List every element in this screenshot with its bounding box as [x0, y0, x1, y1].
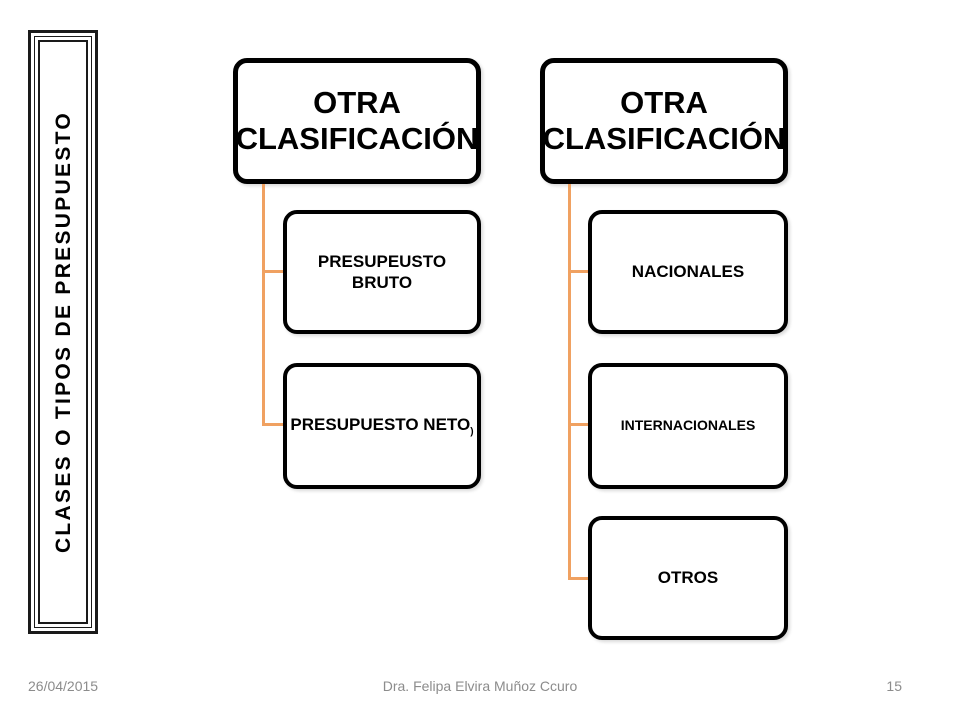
left-connector-vertical	[262, 184, 265, 425]
left-child-box-2: PRESUPUESTO NETO)	[283, 363, 481, 489]
left-connector-child-1	[262, 270, 284, 273]
left-child-box-1: PRESUPEUSTO BRUTO	[283, 210, 481, 334]
left-header-label: OTRA CLASIFICACIÓN	[235, 85, 479, 156]
right-connector-child-1	[568, 270, 590, 273]
side-frame-border-innermost	[38, 40, 88, 624]
footer-page-number: 15	[886, 678, 902, 694]
side-title: CLASES O TIPOS DE PRESUPUESTO	[52, 110, 75, 554]
right-header-label: OTRA CLASIFICACIÓN	[542, 85, 786, 156]
right-header-box: OTRA CLASIFICACIÓN	[540, 58, 788, 184]
right-child-label-1: NACIONALES	[631, 262, 745, 282]
right-child-label-3: OTROS	[657, 568, 719, 588]
left-connector-child-2	[262, 423, 284, 426]
right-child-label-2: INTERNACIONALES	[620, 417, 756, 434]
right-child-box-1: NACIONALES	[588, 210, 788, 334]
left-header-box: OTRA CLASIFICACIÓN	[233, 58, 481, 184]
left-child-2-suffix: )	[470, 425, 474, 437]
right-child-box-2: INTERNACIONALES	[588, 363, 788, 489]
right-connector-child-3	[568, 577, 590, 580]
right-connector-child-2	[568, 423, 590, 426]
left-child-label-1: PRESUPEUSTO BRUTO	[317, 251, 447, 292]
footer-date: 26/04/2015	[28, 678, 99, 694]
right-connector-vertical	[568, 184, 571, 579]
left-child-label-2: PRESUPUESTO NETO)	[290, 414, 474, 437]
footer-author: Dra. Felipa Elvira Muñoz Ccuro	[382, 678, 578, 694]
side-frame-border-inner	[34, 36, 92, 628]
side-title-frame	[28, 30, 98, 634]
right-child-box-3: OTROS	[588, 516, 788, 640]
